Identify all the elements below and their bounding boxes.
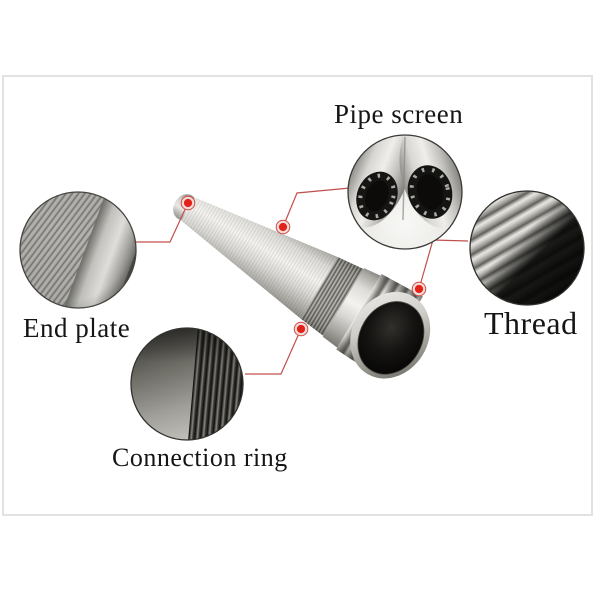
pipe-open-end-bore: [357, 301, 425, 375]
pipe-connection-ring-shade: [300, 257, 364, 336]
callout-dot-thread: [411, 281, 427, 297]
pipe-screen-detail-circle: [347, 134, 463, 250]
thread-detail-circle: [469, 190, 585, 306]
callout-line-pipe-screen: [282, 187, 351, 228]
callout-line-connection-ring: [245, 328, 302, 375]
label-end-plate: End plate: [23, 313, 131, 343]
pipe-illustration: [173, 194, 431, 379]
photo-frame: [2, 75, 593, 516]
callout-dot-pipe-screen: [275, 219, 291, 235]
callout-dots: [180, 195, 427, 337]
label-connection-ring: Connection ring: [112, 443, 288, 472]
callout-dot-end-plate: [180, 195, 196, 211]
callout-lines: [136, 187, 469, 375]
callout-line-end-plate: [136, 202, 189, 243]
callout-line-thread: [418, 239, 469, 290]
connection-ring-detail-circle: [130, 327, 244, 441]
label-pipe-screen: Pipe screen: [334, 99, 464, 129]
pipe-collar: [322, 268, 381, 348]
label-thread: Thread: [484, 305, 578, 341]
pipe-screen-body-texture: [181, 197, 338, 319]
callout-dot-connection-ring: [293, 321, 309, 337]
